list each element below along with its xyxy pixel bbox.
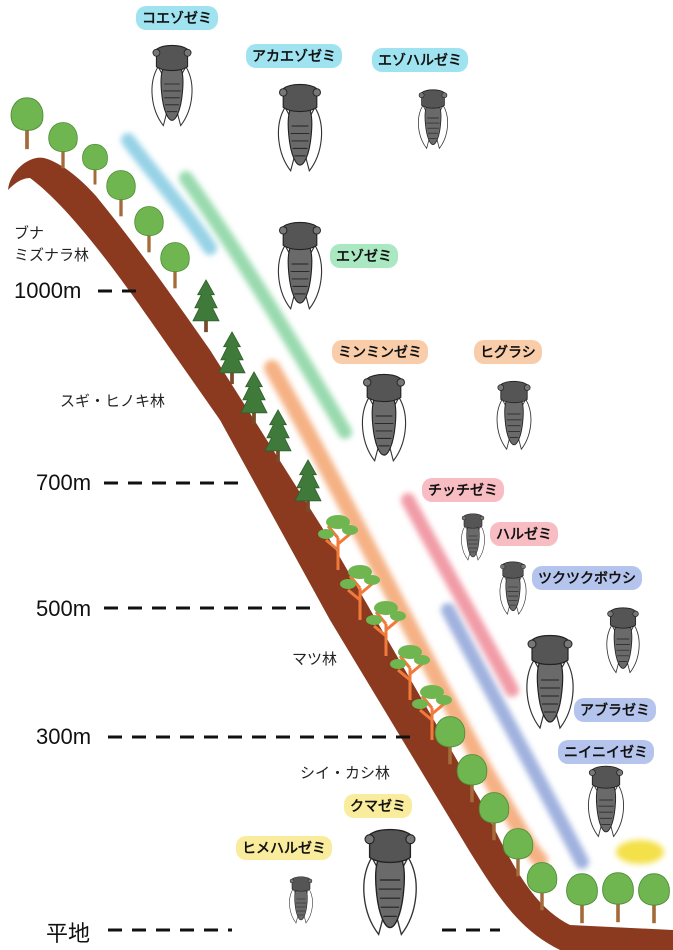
cicada-ezoharuzemi-icon [418,90,447,149]
elevation-label-flat: 平地 [46,916,90,948]
sun-spot [616,840,664,864]
cicada-tsukutsukuboushi-icon [607,608,639,673]
elevation-dashes [98,291,500,930]
forest-label-shii-kashi: シイ・カシ林 [300,762,390,784]
cicada-ezozemi-icon [278,222,321,308]
elevation-label-700m: 700m [36,470,91,496]
forest-label-sugi-hinoki: スギ・ヒノキ林 [60,390,165,412]
cicada-akaezozemi-icon [278,84,321,170]
cicada-himeharuzemi-icon [289,877,312,923]
cicada-aburazemi-icon [527,636,573,729]
cicada-label-kumazemi: クマゼミ [344,794,412,818]
cicada-label-niiniizemi: ニイニイゼミ [558,740,654,764]
elevation-label-500m: 500m [36,596,91,622]
elevation-label-300m: 300m [36,724,91,750]
cicada-label-koezozemi: コエゾゼミ [136,6,218,30]
cicada-label-haruzemi: ハルゼミ [490,522,558,546]
forest-label-mizunara: ミズナラ林 [14,244,89,266]
cicada-label-ezozemi: エゾゼミ [330,244,398,268]
cicada-label-higurashi: ヒグラシ [474,340,542,364]
cicada-niiniizemi-icon [588,766,623,836]
cicada-koezozemi-icon [152,45,192,125]
cicada-label-himeharuzemi: ヒメハルゼミ [236,836,332,860]
cicada-label-chicchizemi: チッチゼミ [422,478,504,502]
cicada-label-tsukutsukuboushi: ツクツクボウシ [532,566,642,590]
forest-label-matsu: マツ林 [292,648,337,670]
cicada-label-aburazemi: アブラゼミ [574,698,656,722]
cicada-haruzemi-icon [500,562,526,614]
forest-label-buna: ブナ [14,222,44,244]
cicada-chicchizemi-icon [461,514,484,560]
cicada-label-minminzemi: ミンミンゼミ [332,340,428,364]
cicada-label-ezoharuzemi: エゾハルゼミ [372,48,468,72]
cicada-minminzemi-icon [362,374,405,460]
cicada-higurashi-icon [497,381,531,449]
cicada-label-akaezozemi: アカエゾゼミ [246,44,342,68]
cicada-kumazemi-icon [364,830,416,935]
band-orange [272,368,540,860]
elevation-label-1000m: 1000m [14,278,81,304]
